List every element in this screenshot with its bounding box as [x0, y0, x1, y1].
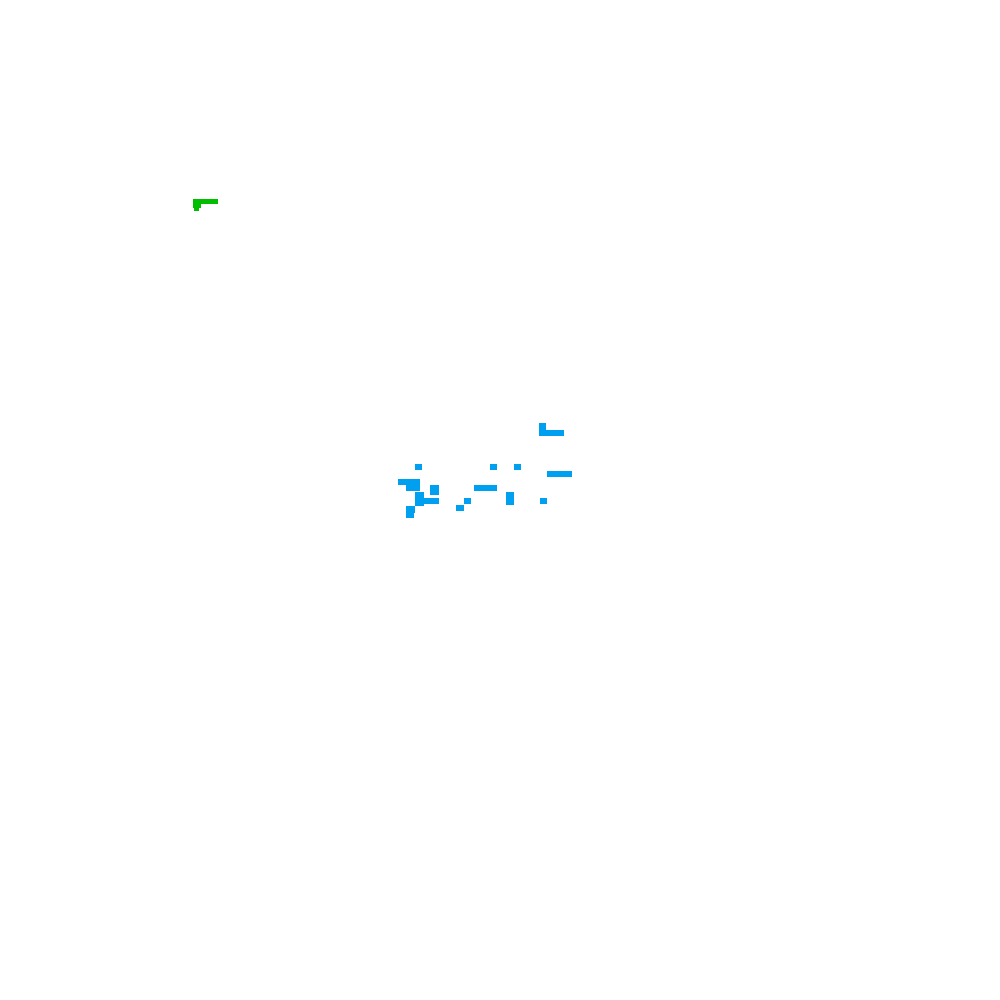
blue-pixel-cluster-pixel-11	[422, 498, 439, 504]
blue-pixel-cluster-pixel-2	[415, 464, 422, 470]
blue-pixel-cluster-pixel-8	[430, 485, 439, 495]
green-player-marker-pixel-1	[193, 204, 201, 208]
blue-pixel-cluster-pixel-9	[474, 485, 497, 491]
blue-pixel-cluster-pixel-12	[464, 498, 471, 504]
blue-pixel-cluster-pixel-6	[398, 479, 420, 485]
blue-pixel-cluster-pixel-10	[415, 492, 424, 506]
blue-pixel-cluster-pixel-13	[506, 492, 514, 505]
blue-pixel-cluster-pixel-4	[514, 464, 521, 470]
green-player-marker-pixel-0	[193, 199, 218, 204]
player-sprite-layer	[193, 199, 218, 211]
green-player-marker-pixel-2	[194, 208, 199, 211]
blue-pixel-cluster-pixel-1	[539, 430, 564, 436]
blue-pixel-cluster-pixel-16	[406, 506, 415, 513]
blue-pixel-cluster-pixel-0	[539, 423, 546, 432]
blue-pixel-cluster-pixel-14	[540, 498, 547, 504]
pixel-cluster-layer	[398, 423, 572, 518]
blue-pixel-cluster-pixel-3	[490, 464, 497, 470]
blue-pixel-cluster-pixel-7	[406, 485, 420, 491]
blue-pixel-cluster-pixel-17	[406, 512, 414, 518]
blue-pixel-cluster-pixel-15	[456, 505, 464, 511]
blue-pixel-cluster-pixel-5	[547, 471, 572, 477]
